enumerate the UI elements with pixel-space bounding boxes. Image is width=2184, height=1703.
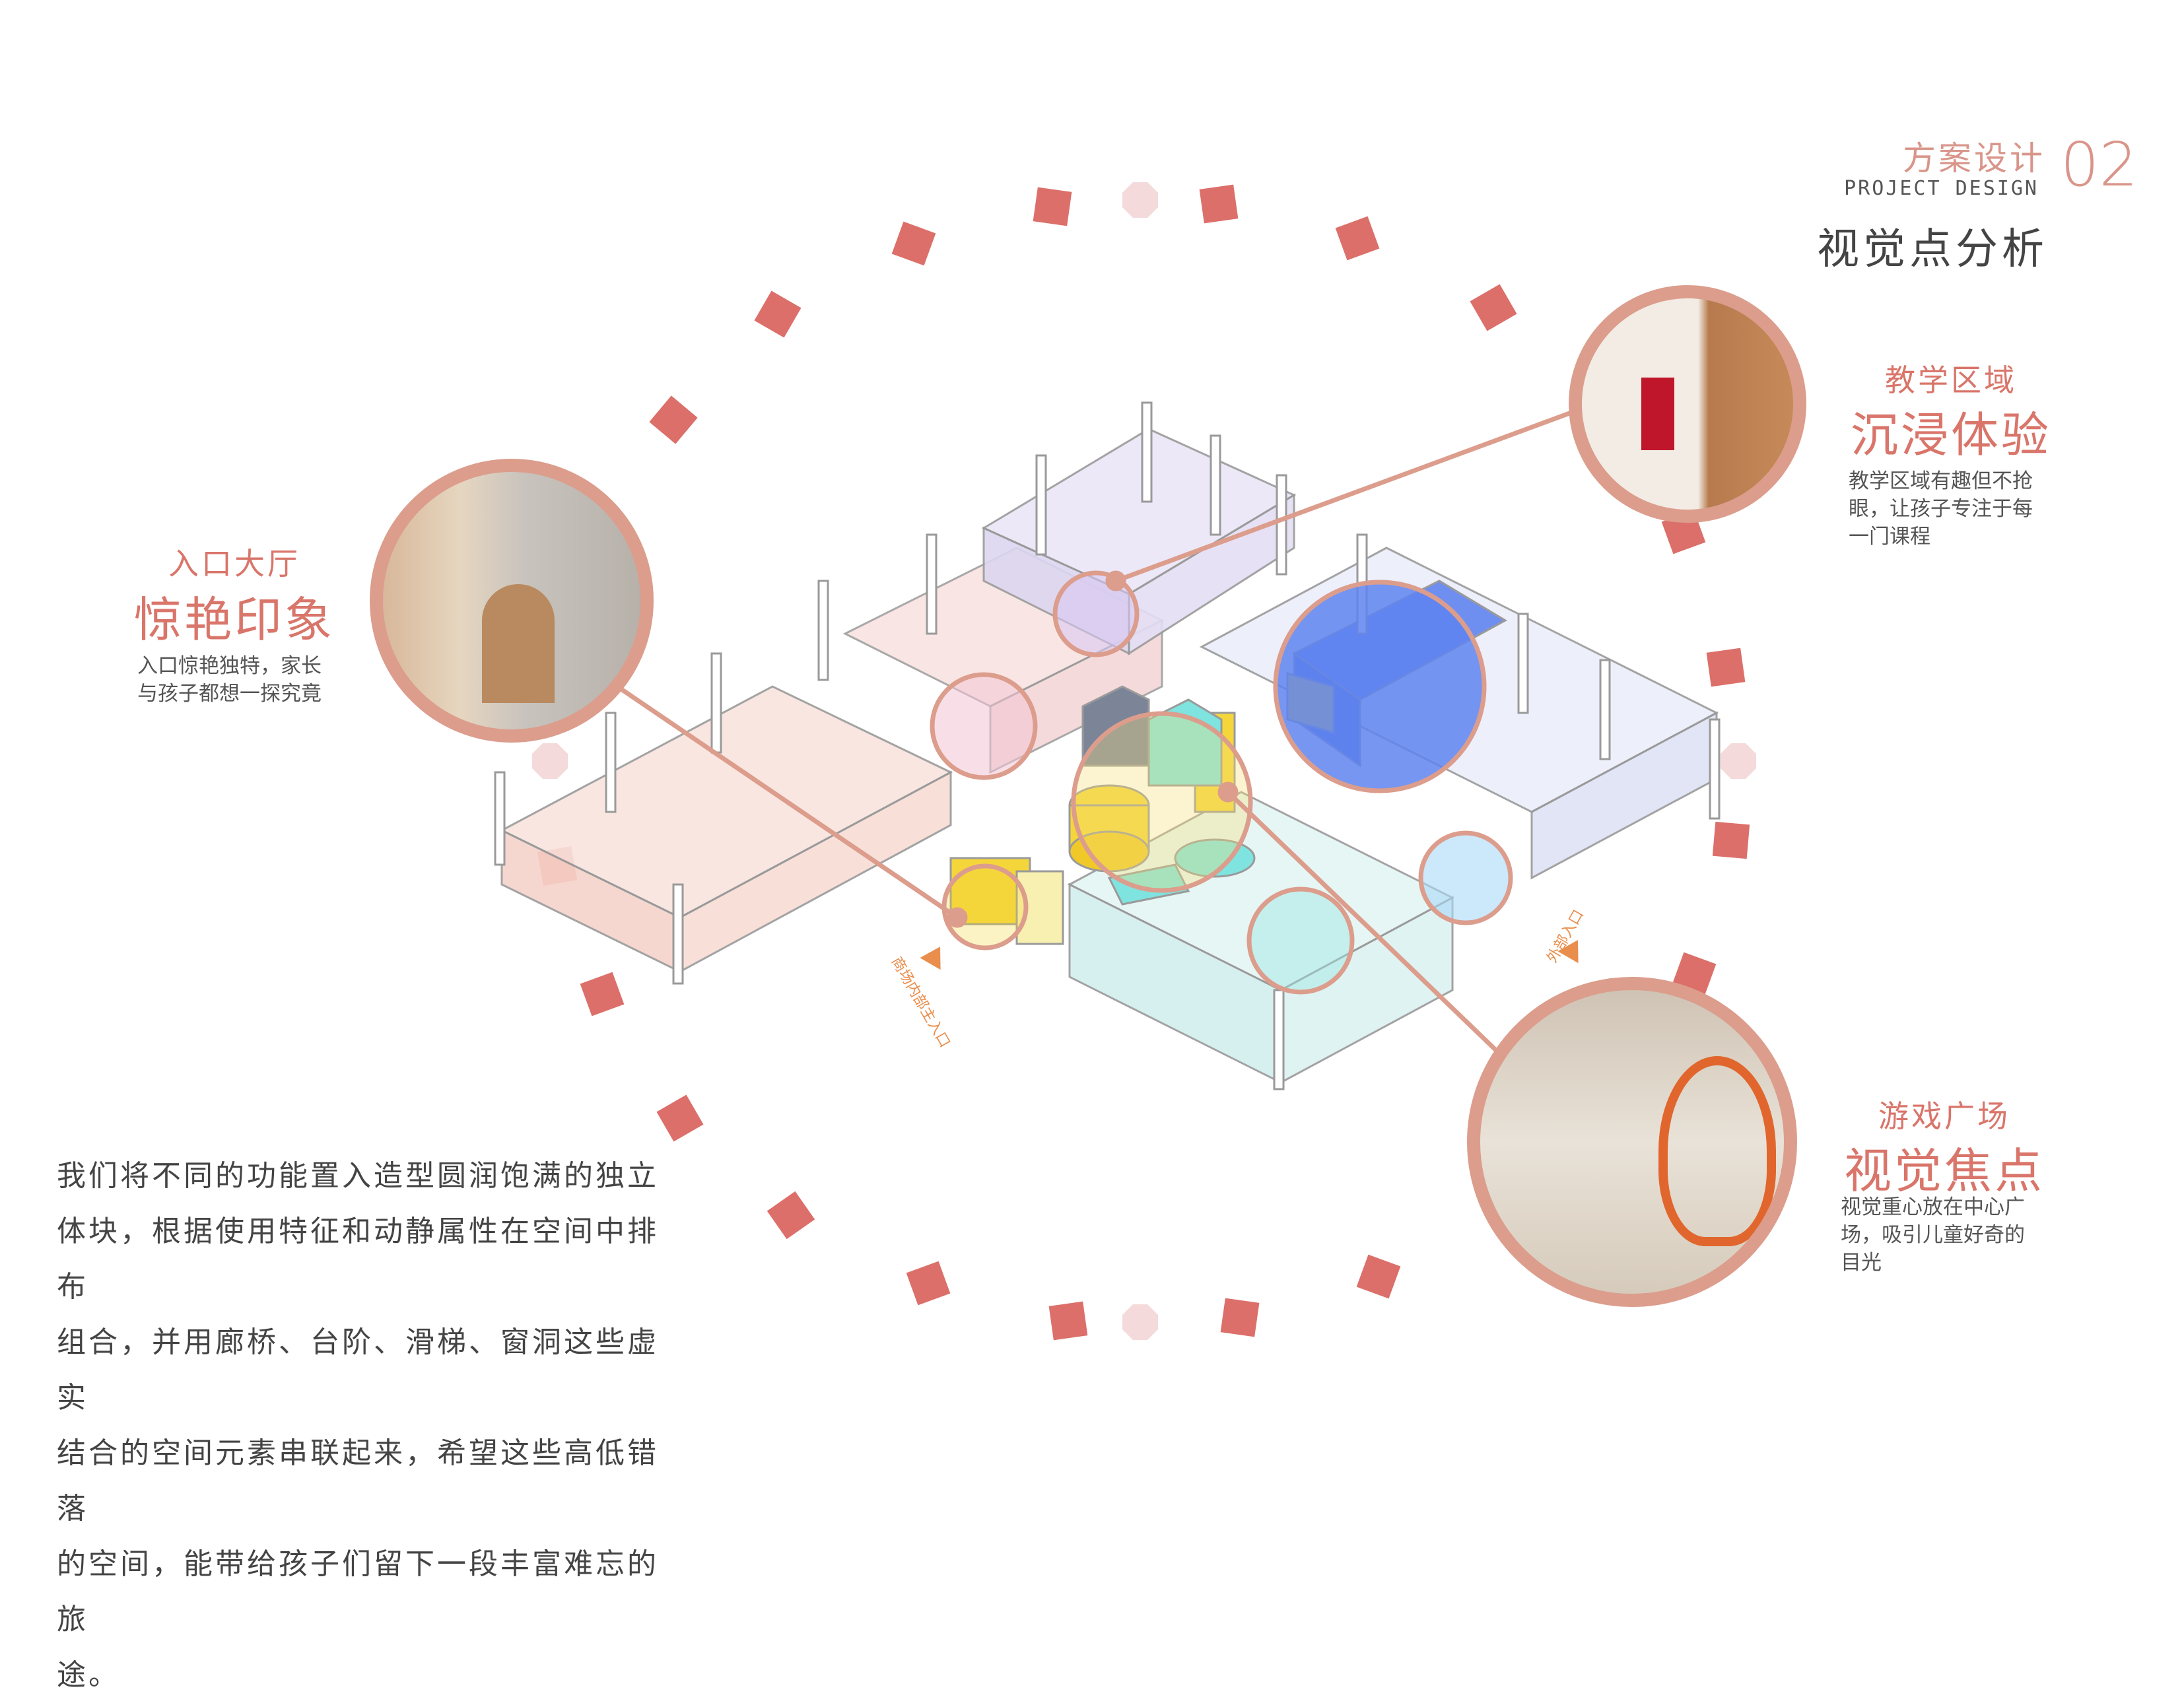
- play-label: 游戏广场: [1878, 1098, 2010, 1134]
- entrance-label: 入口大厅: [168, 546, 300, 582]
- teaching-photo: [1569, 285, 1806, 523]
- section-label: 方案设计: [1903, 139, 2045, 178]
- section-number: 02: [2060, 129, 2138, 200]
- tree-structure: [1658, 1056, 1776, 1246]
- description-paragraph: 我们将不同的功能置入造型圆润饱满的独立 体块，根据使用特征和动静属性在空间中排布…: [57, 1159, 659, 1692]
- red-panel: [1641, 378, 1674, 450]
- entry-outside-label: 外部入口: [1544, 907, 1588, 966]
- teaching-label: 教学区域: [1885, 362, 2017, 398]
- columns: [494, 401, 1721, 1090]
- entry-mall-label: 商场内部主入口: [888, 954, 953, 1051]
- page-title: 视觉点分析: [1817, 225, 2048, 274]
- teaching-headline: 沉浸体验: [1850, 407, 2051, 463]
- entrance-desc: 入口惊艳独特，家长 与孩子都想一探究竟: [137, 654, 322, 706]
- axonometric-diagram: 商场内部主入口 外部入口: [494, 182, 1756, 1341]
- entrance-headline: 惊艳印象: [133, 592, 335, 648]
- teaching-desc: 教学区域有趣但不抢 眼，让孩子专注于每 一门课程: [1849, 469, 2033, 549]
- arch-door: [482, 584, 555, 703]
- play-photo: [1467, 977, 1797, 1307]
- play-desc: 视觉重心放在中心广 场，吸引儿童好奇的 目光: [1841, 1195, 2025, 1275]
- section-label-en: PROJECT DESIGN: [1844, 177, 2039, 200]
- entrance-photo: [370, 459, 654, 743]
- play-headline: 视觉焦点: [1843, 1143, 2045, 1199]
- leader-lines: [616, 410, 1573, 1055]
